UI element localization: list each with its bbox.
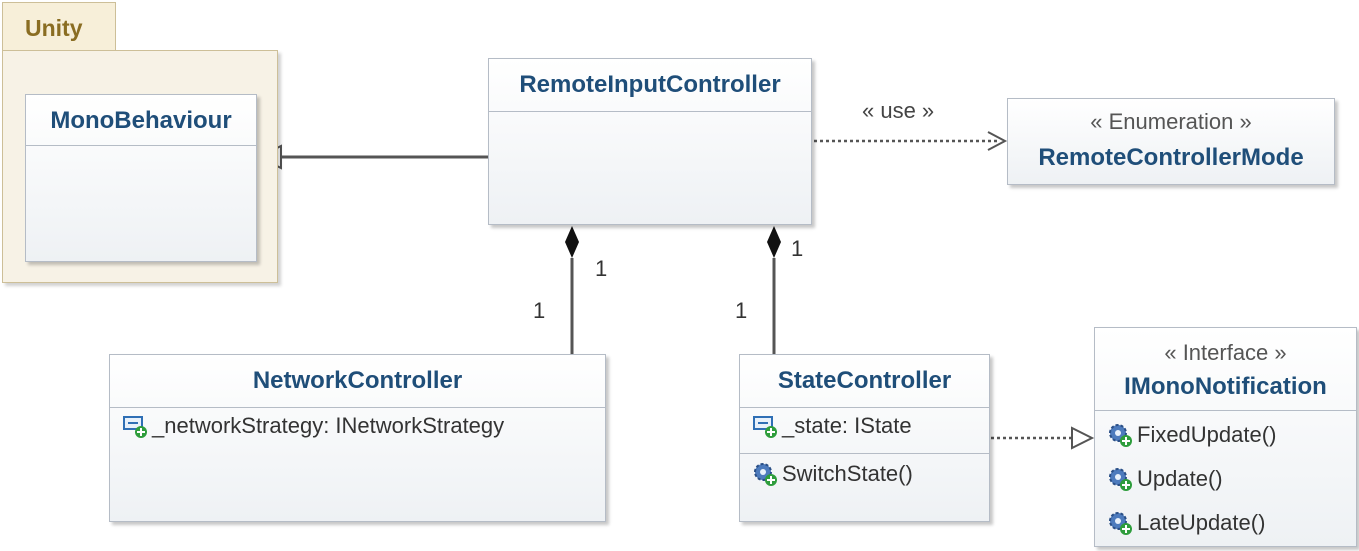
- operation-text: LateUpdate(): [1137, 510, 1266, 535]
- class-name: StateController: [777, 367, 952, 394]
- multiplicity-state-part: 1: [735, 298, 748, 323]
- class-divider: [1095, 410, 1356, 411]
- class-name: IMonoNotification: [1124, 373, 1327, 400]
- composition-network-diamond: [565, 226, 579, 258]
- class-divider: [740, 407, 989, 408]
- class-name: NetworkController: [252, 367, 463, 394]
- composition-state-diamond: [767, 226, 781, 258]
- stereotype-label: « Enumeration »: [1090, 109, 1252, 134]
- multiplicity-network-part: 1: [533, 298, 546, 323]
- gear-plus-icon: [754, 463, 777, 486]
- class-name: RemoteInputController: [519, 71, 781, 98]
- enum-remotecontrollermode[interactable]: « Enumeration » RemoteControllerMode: [1007, 98, 1335, 185]
- gear-plus-icon: [1109, 424, 1132, 447]
- use-dependency-arrowhead: [987, 131, 1008, 151]
- attribute-row[interactable]: _state: IState: [752, 413, 912, 439]
- class-divider: [740, 453, 989, 454]
- stereotype-label: « Interface »: [1164, 340, 1287, 365]
- realization-arrowhead: [1071, 426, 1095, 450]
- multiplicity-network-whole: 1: [595, 256, 608, 281]
- class-name: MonoBehaviour: [50, 107, 232, 134]
- multiplicity-state-whole: 1: [791, 236, 804, 261]
- operation-text: FixedUpdate(): [1137, 422, 1277, 447]
- operation-row[interactable]: Update(): [1107, 466, 1223, 492]
- class-name: RemoteControllerMode: [1038, 144, 1304, 171]
- field-plus-icon: [753, 416, 777, 438]
- use-label: « use »: [862, 98, 935, 123]
- package-name: Unity: [25, 15, 83, 41]
- attribute-text: _networkStrategy: INetworkStrategy: [152, 413, 505, 438]
- operation-row[interactable]: SwitchState(): [752, 461, 913, 487]
- package-tab[interactable]: Unity: [2, 2, 116, 50]
- gear-plus-icon: [1109, 468, 1132, 491]
- operation-row[interactable]: FixedUpdate(): [1107, 422, 1276, 448]
- operation-text: SwitchState(): [782, 461, 913, 486]
- operation-text: Update(): [1137, 466, 1223, 491]
- class-divider: [26, 145, 256, 146]
- class-monobehaviour[interactable]: MonoBehaviour: [25, 94, 257, 262]
- interface-imononotification[interactable]: « Interface » IMonoNotification FixedUpd…: [1094, 327, 1357, 547]
- class-divider: [110, 407, 605, 408]
- operation-row[interactable]: LateUpdate(): [1107, 510, 1265, 536]
- attribute-text: _state: IState: [782, 413, 912, 438]
- class-statecontroller[interactable]: StateController _state: IState SwitchSta…: [739, 354, 990, 522]
- field-plus-icon: [123, 416, 147, 438]
- class-networkcontroller[interactable]: NetworkController _networkStrategy: INet…: [109, 354, 606, 522]
- gear-plus-icon: [1109, 512, 1132, 535]
- class-divider: [489, 111, 811, 112]
- class-remoteinputcontroller[interactable]: RemoteInputController: [488, 58, 812, 225]
- attribute-row[interactable]: _networkStrategy: INetworkStrategy: [122, 413, 504, 439]
